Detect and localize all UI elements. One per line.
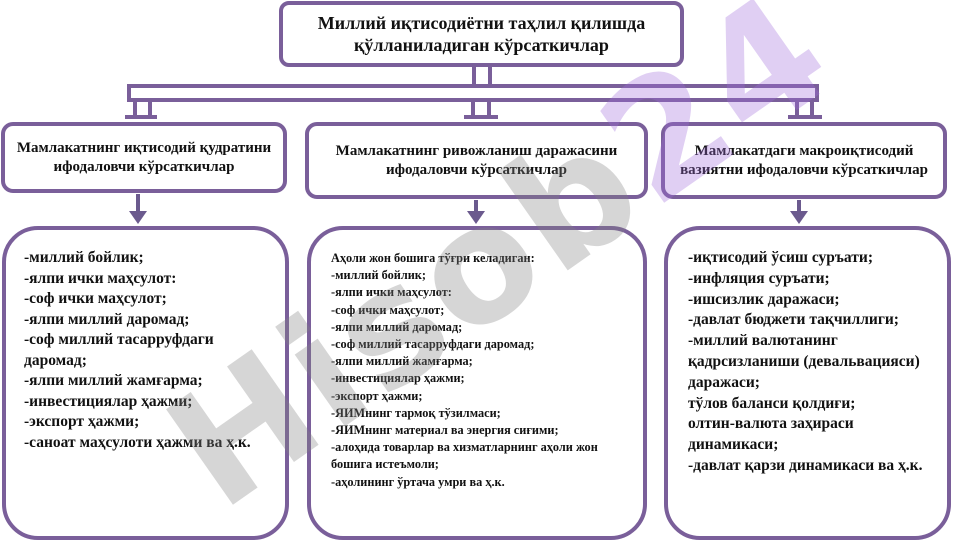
list-item: -ялпи миллий жамғарма; — [24, 372, 203, 389]
list-item: -соф миллий тасарруфдаги даромад; — [331, 337, 535, 352]
list-item: -иқтисодий ўсиш суръати; — [688, 249, 873, 266]
category-label: Мамлакатнинг ривожланиш даражасини ифода… — [335, 142, 618, 178]
list-item: -инвестициялар ҳажми; — [24, 392, 193, 410]
list-item: -ялпи ички маҳсулот: — [24, 269, 177, 287]
bracket-connector — [125, 67, 822, 119]
list-item: -миллий бойлик; — [24, 249, 144, 266]
list-item: -миллий валютанинг қадрсизланиши (деваль… — [688, 332, 920, 391]
list-item: -соф ички маҳсулот; — [331, 302, 445, 317]
list-item: -саноат маҳсулоти ҳажми ва ҳ.к. — [24, 433, 251, 451]
list-intro: Аҳоли жон бошига тўғри келадиган: — [331, 251, 535, 265]
title-box: Миллий иқтисодиётни таҳлил қилишда қўлла… — [279, 1, 684, 67]
list-item: -алоҳида товарлар ва хизматларнинг аҳоли… — [331, 440, 598, 472]
category-label: Мамлакатнинг иқтисодий қудратини ифодало… — [16, 139, 272, 175]
indicator-list-macroeconomic-situation: -иқтисодий ўсиш суръати; -инфляция суръа… — [664, 226, 951, 540]
arrow-3-head — [790, 211, 808, 224]
list-item: -ялпи миллий даромад; — [331, 319, 463, 334]
list-item: -соф ички маҳсулот; — [24, 290, 167, 307]
list-item: -аҳолининг ўртача умри ва ҳ.к. — [331, 474, 505, 489]
list-item: олтин-валюта заҳираси динамикаси; — [688, 415, 854, 454]
category-label: Мамлакатдаги макроиқтисодий вазиятни ифо… — [680, 142, 928, 178]
down-arrows — [129, 194, 808, 224]
title-text: Миллий иқтисодиётни таҳлил қилишда қўлла… — [317, 13, 646, 55]
arrow-2-head — [467, 211, 485, 224]
list-item: -ялпи миллий жамғарма; — [331, 354, 473, 369]
list-item: -инфляция суръати; — [688, 269, 830, 287]
list-item: -экспорт ҳажми; — [24, 413, 140, 430]
list-item: тўлов баланси қолдиғи; — [688, 394, 856, 412]
list-item: -соф миллий тасарруфдаги даромад; — [24, 331, 214, 369]
list-item: -ишсизлик даражаси; — [688, 290, 840, 308]
list-item: -ЯИМнинг материал ва энергия сиғими; — [331, 423, 559, 438]
list-item: -инвестициялар ҳажми; — [331, 371, 465, 386]
list-item: -ЯИМнинг тармоқ тўзилмаси; — [331, 405, 501, 420]
category-development-level: Мамлакатнинг ривожланиш даражасини ифода… — [305, 122, 648, 199]
arrow-1-head — [129, 211, 147, 224]
indicator-list-economic-power: -миллий бойлик; -ялпи ички маҳсулот: -со… — [2, 226, 289, 540]
list-item: -давлат қарзи динамикаси ва ҳ.к. — [688, 456, 923, 474]
list-item: -миллий бойлик; — [331, 268, 426, 283]
indicator-list-development-level: Аҳоли жон бошига тўғри келадиган: -милли… — [307, 226, 647, 540]
horizontal-bracket — [127, 84, 819, 102]
list-item: -ялпи миллий даромад; — [24, 310, 190, 328]
category-economic-power: Мамлакатнинг иқтисодий қудратини ифодало… — [1, 122, 287, 193]
list-item: -давлат бюджети тақчиллиги; — [688, 311, 899, 329]
category-macroeconomic-situation: Мамлакатдаги макроиқтисодий вазиятни ифо… — [661, 122, 947, 199]
list-item: -ялпи ички маҳсулот: — [331, 285, 452, 300]
list-item: -экспорт ҳажми; — [331, 388, 423, 403]
